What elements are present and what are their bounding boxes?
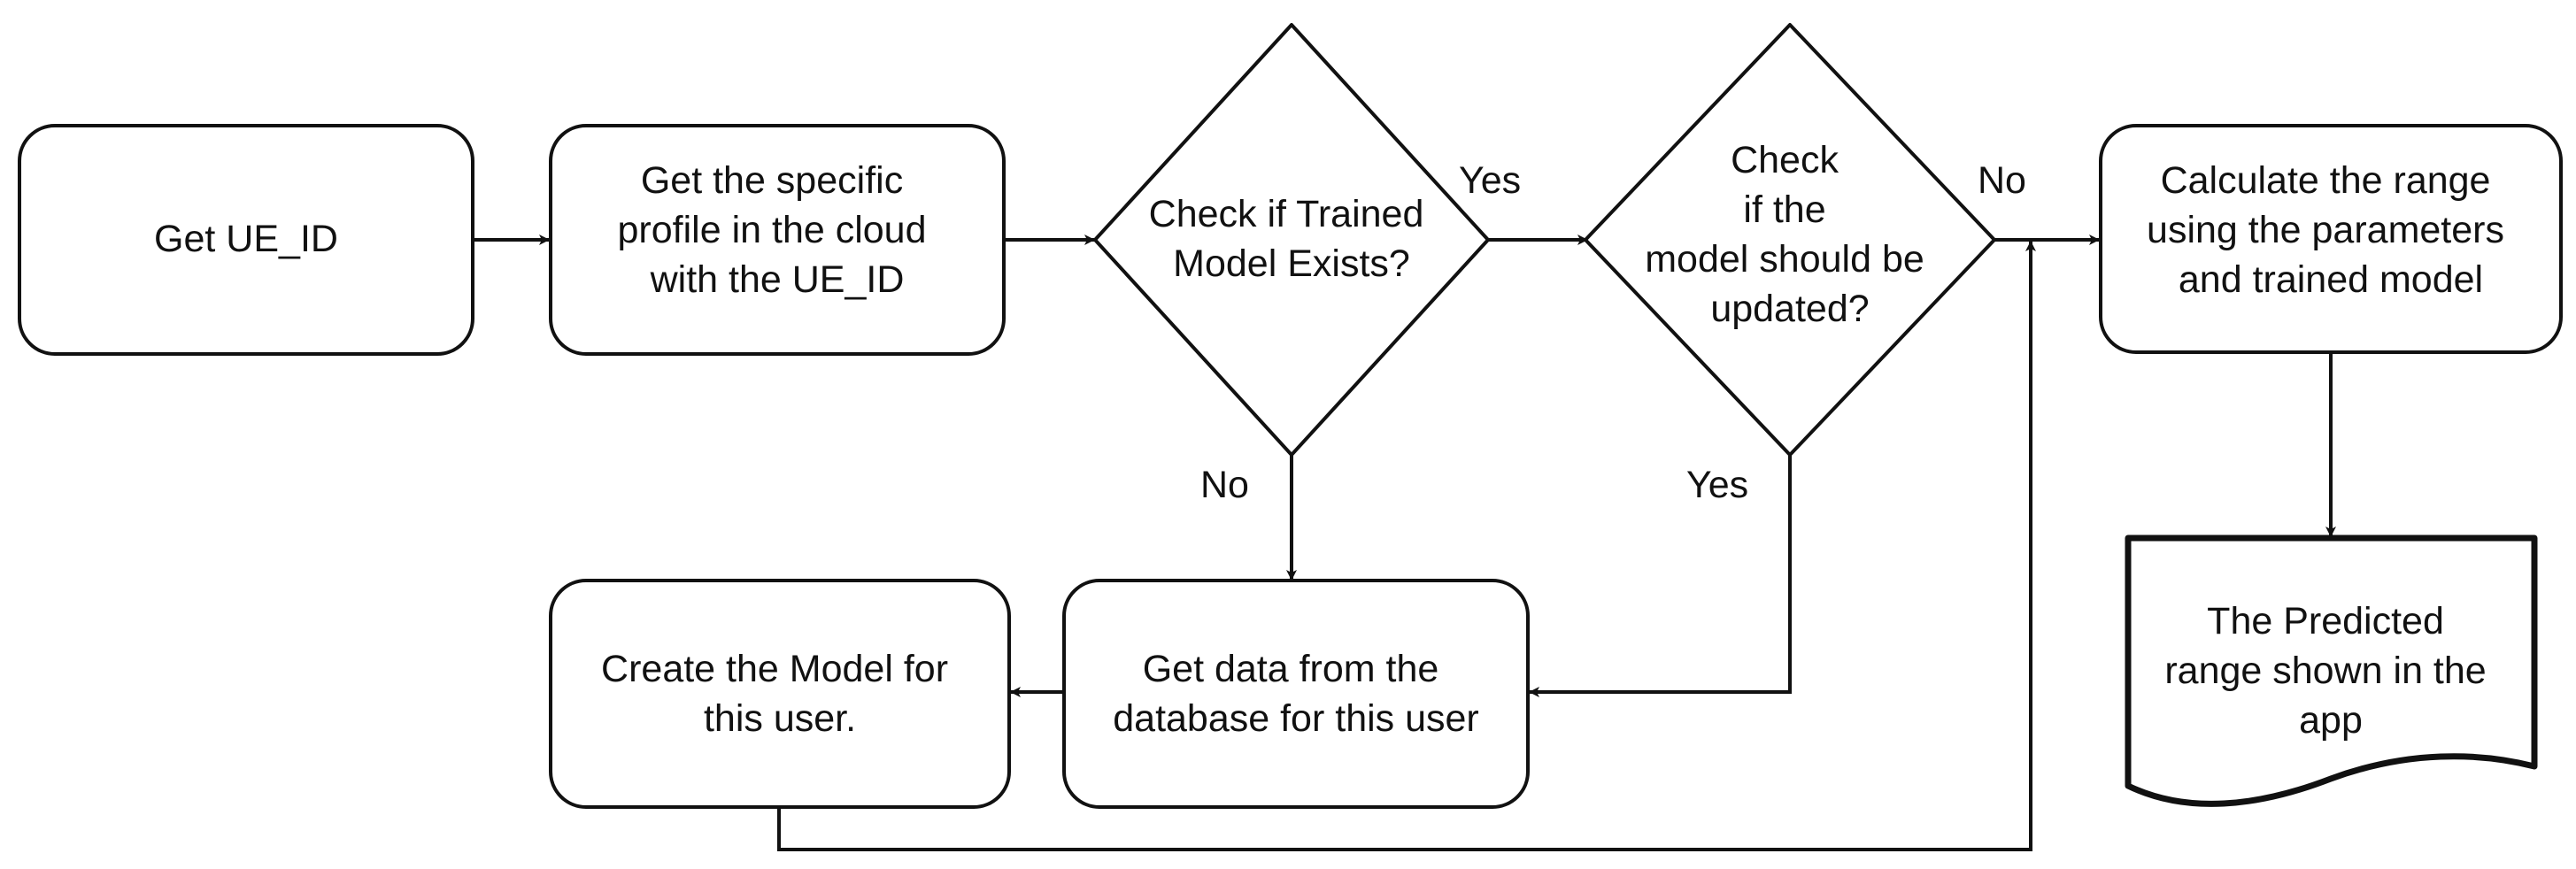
node-get-data-line-2: database for this user: [1113, 697, 1479, 740]
node-get-ue-id-line-1: Get UE_ID: [154, 218, 338, 260]
node-get-profile-line-3: with the UE_ID: [650, 258, 905, 301]
node-get-data-line-1: Get data from the: [1143, 648, 1439, 690]
node-calculate-range-line-1: Calculate the range: [2161, 159, 2491, 202]
svg-text:Calculate the range usin: Calculate the range using the parameters…: [2147, 159, 2515, 301]
edge-label-trained-yes: Yes: [1459, 159, 1521, 202]
node-check-update: Check if the model should be updated?: [1584, 23, 1996, 457]
connectors: [473, 235, 2336, 851]
node-calculate-range-line-2: using the parameters: [2147, 209, 2504, 251]
svg-text:Create the Model for thi: Create the Model for this user.: [601, 648, 959, 740]
node-check-update-line-2: if the: [1743, 188, 1825, 231]
node-get-profile-line-1: Get the specific: [641, 159, 903, 202]
svg-text:Get the specific profile: Get the specific profile in the cloud wi…: [618, 159, 937, 301]
node-create-model-line-2: this user.: [704, 697, 856, 740]
node-get-profile-line-2: profile in the cloud: [618, 209, 927, 251]
node-predicted-range-line-3: app: [2299, 699, 2363, 742]
node-predicted-range-line-2: range shown in the: [2164, 650, 2486, 692]
edge-label-update-no: No: [1978, 159, 2026, 202]
node-get-ue-id: Get UE_ID: [18, 124, 474, 356]
svg-text:The Predicted range show: The Predicted range shown in the app: [2164, 600, 2496, 742]
edge-create-model-loop-to-calculate: [777, 241, 2036, 851]
node-check-trained-model-line-2: Model Exists?: [1173, 242, 1410, 285]
node-predicted-range: The Predicted range shown in the app: [2125, 534, 2538, 807]
svg-text:Get UE_ID: Get UE_ID: [154, 218, 338, 260]
node-create-model-line-1: Create the Model for: [601, 648, 948, 690]
svg-text:Check if the model: Check if the model should be updated?: [1645, 139, 1935, 330]
svg-text:Check if Trained Model E: Check if Trained Model Exists?: [1149, 193, 1435, 285]
node-check-update-line-3: model should be: [1645, 238, 1924, 281]
node-create-model: Create the Model for this user.: [549, 579, 1011, 809]
node-calculate-range: Calculate the range using the parameters…: [2099, 124, 2563, 354]
svg-text:Get data from the databa: Get data from the database for this user: [1113, 648, 1479, 740]
node-check-trained-model: Check if Trained Model Exists?: [1093, 23, 1490, 457]
node-check-trained-model-line-1: Check if Trained: [1149, 193, 1424, 235]
edge-label-trained-no: No: [1200, 464, 1249, 506]
node-calculate-range-line-3: and trained model: [2179, 258, 2483, 301]
node-get-data: Get data from the database for this user: [1062, 579, 1530, 809]
edge-label-update-yes: Yes: [1686, 464, 1748, 506]
edge-update-yes-to-get-data: [1529, 454, 1792, 697]
node-predicted-range-line-1: The Predicted: [2207, 600, 2444, 642]
node-check-update-line-1: Check: [1731, 139, 1839, 181]
node-get-profile: Get the specific profile in the cloud wi…: [549, 124, 1006, 356]
node-check-update-line-4: updated?: [1710, 288, 1869, 330]
